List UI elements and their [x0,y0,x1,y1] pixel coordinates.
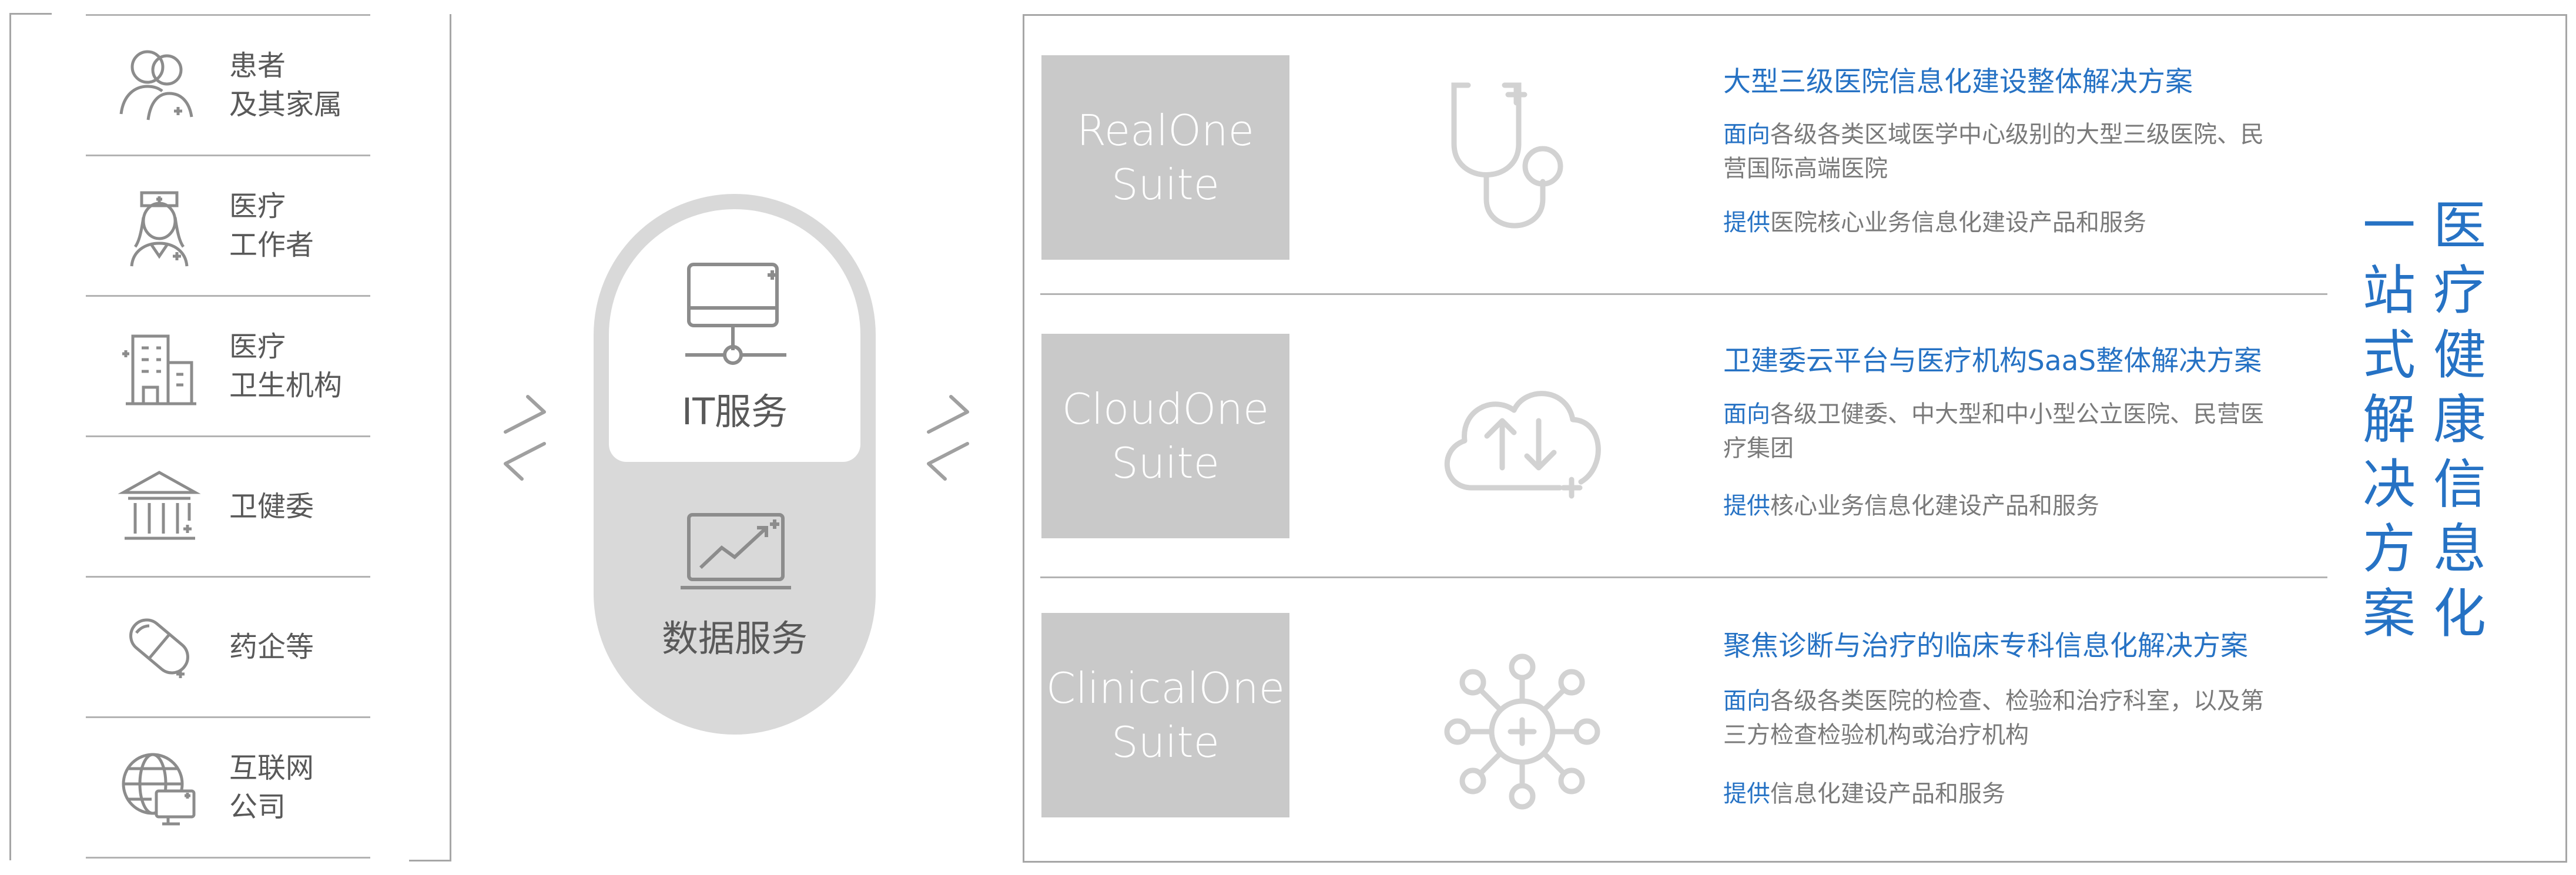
provision-prefix: 提供 [1723,492,1770,519]
stakeholder-label: 患者 及其家属 [229,49,343,121]
description-prefix: 面向 [1723,688,1770,715]
solution-description: 面向各级各类医院的检查、检验和治疗科室，以及第三方检查检验机构或治疗机构 [1723,684,2276,752]
data-service-label: 数据服务 [661,617,808,660]
pill-capsule-icon [129,618,189,678]
patient-family-icon [119,50,193,120]
stakeholder-label: 卫健委 [229,490,314,523]
solution-divider [1040,576,2327,578]
description-prefix: 面向 [1723,121,1770,148]
it-network-monitor-icon [685,263,786,365]
stakeholder-label: 互联网 公司 [229,752,314,823]
stakeholder-label: 医疗 工作者 [229,190,314,262]
description-text: 各级各类区域医学中心级别的大型三级医院、民营国际高端医院 [1723,121,2264,182]
vertical-slogan-healthcare-it: 医疗健康信息化 [2433,195,2486,645]
solution-description: 面向各级各类区域医学中心级别的大型三级医院、民营国际高端医院 [1723,118,2276,186]
description-text: 各级卫健委、中大型和中小型公立医院、民营医疗集团 [1723,401,2264,462]
stakeholder-label: 药企等 [229,631,314,663]
medical-network-icon [1444,653,1600,810]
cloud-sync-icon [1444,391,1601,499]
it-service-label: IT服务 [681,390,788,433]
nurse-icon [130,191,189,267]
description-prefix: 面向 [1723,401,1770,428]
stakeholder-item: 互联网 公司 [86,716,370,859]
suite-box-realone: RealOne Suite [1041,55,1289,260]
solution-divider [1040,293,2327,295]
vertical-slogan-one-stop: 一站式解决方案 [2363,195,2416,645]
provision-prefix: 提供 [1723,780,1770,807]
suite-box-clinicalone: ClinicalOne Suite [1041,613,1289,817]
provision-text: 核心业务信息化建设产品和服务 [1770,492,2099,519]
bidirectional-arrow-icon [927,395,969,481]
stakeholder-item: 医疗 卫生机构 [86,295,370,435]
hospital-building-icon [122,334,196,405]
solution-provision: 提供信息化建设产品和服务 [1723,775,2005,809]
bidirectional-arrow-icon [504,395,546,481]
stakeholder-item: 卫健委 [86,435,370,576]
solution-provision: 提供核心业务信息化建设产品和服务 [1723,487,2099,521]
solution-title: 聚焦诊断与治疗的临床专科信息化解决方案 [1723,630,2248,662]
solution-description: 面向各级卫健委、中大型和中小型公立医院、民营医疗集团 [1723,397,2276,465]
suite-box-cloudone: CloudOne Suite [1041,334,1289,538]
stakeholder-frame [9,13,451,861]
stakeholder-item: 患者 及其家属 [86,14,370,155]
stakeholder-item: 药企等 [86,576,370,716]
provision-prefix: 提供 [1723,209,1770,236]
solution-title: 大型三级医院信息化建设整体解决方案 [1723,66,2193,98]
data-chart-laptop-icon [681,513,791,589]
provision-text: 信息化建设产品和服务 [1770,780,2005,807]
government-building-icon [118,471,201,540]
stethoscope-icon [1451,82,1563,229]
globe-monitor-icon [122,753,196,826]
stakeholder-list: 患者 及其家属 医疗 工作者 医疗 卫生机构 卫健委 [86,14,370,859]
description-text: 各级各类医院的检查、检验和治疗科室，以及第三方检查检验机构或治疗机构 [1723,688,2264,749]
stakeholder-label: 医疗 卫生机构 [229,330,343,402]
provision-text: 医院核心业务信息化建设产品和服务 [1770,209,2146,236]
solution-title: 卫建委云平台与医疗机构SaaS整体解决方案 [1723,345,2262,377]
solution-provision: 提供医院核心业务信息化建设产品和服务 [1723,203,2146,237]
stakeholder-item: 医疗 工作者 [86,155,370,295]
